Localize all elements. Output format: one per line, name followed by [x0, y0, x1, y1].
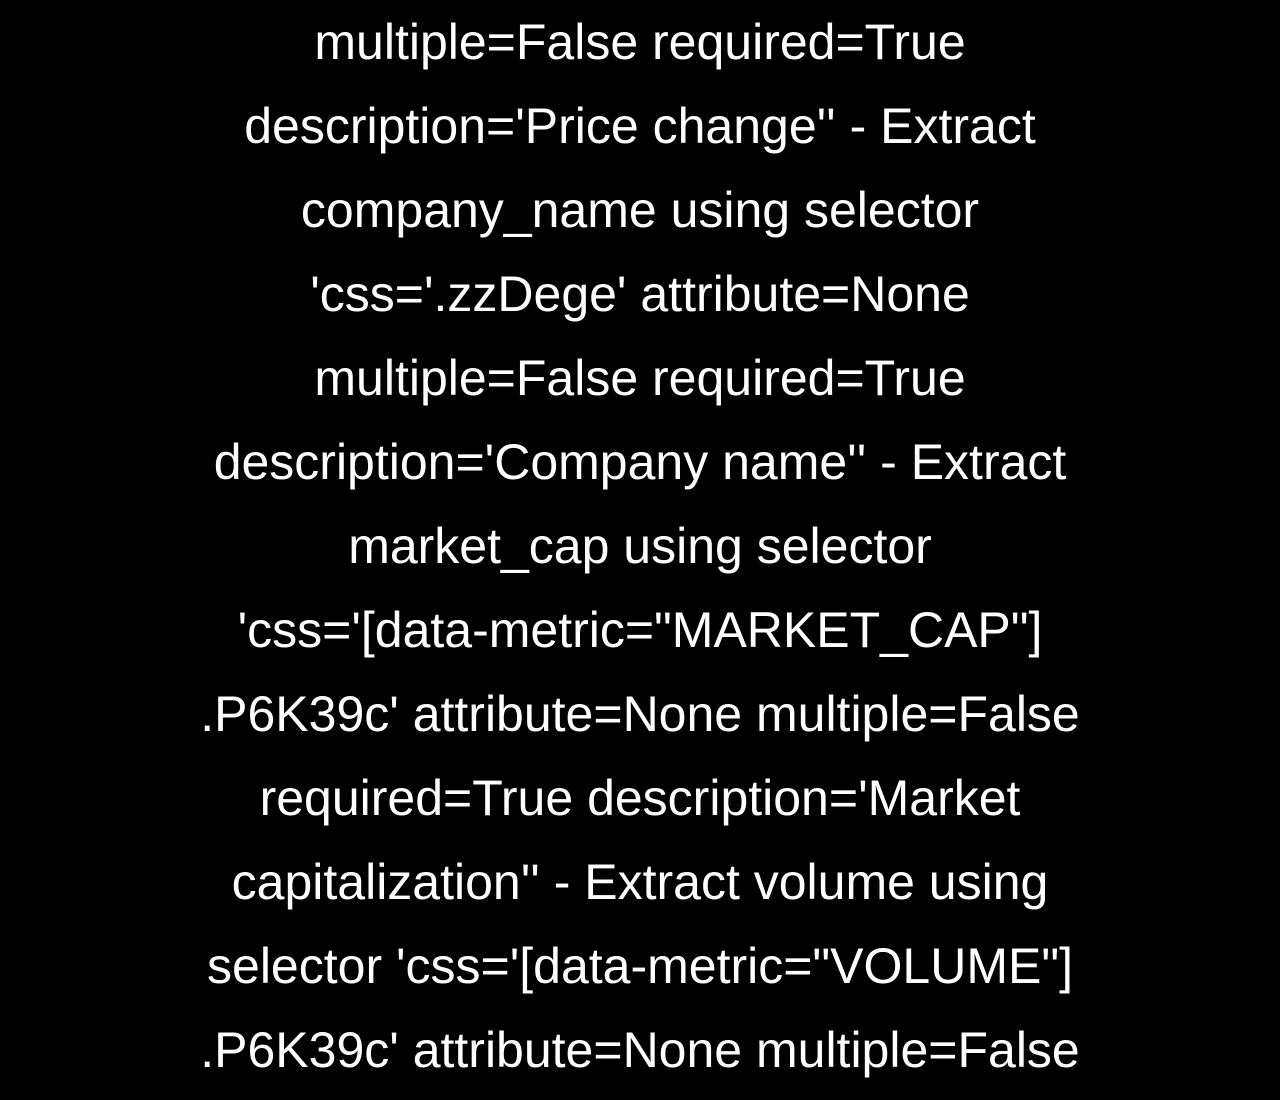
text-line: .P6K39c' attribute=None multiple=False [200, 1022, 1080, 1078]
text-line: required=True description='Market [259, 770, 1021, 826]
text-line: multiple=False required=True [314, 14, 966, 70]
text-line: 'css='.zzDege' attribute=None [310, 266, 970, 322]
text-line: description='Price change'' - Extract [244, 98, 1036, 154]
text-line: .P6K39c' attribute=None multiple=False [200, 686, 1080, 742]
text-line: 'css='[data-metric="MARKET_CAP"] [237, 602, 1043, 658]
text-line: selector 'css='[data-metric="VOLUME"] [207, 938, 1073, 994]
text-line: capitalization'' - Extract volume using [231, 854, 1049, 910]
text-line: market_cap using selector [348, 518, 932, 574]
text-line: company_name using selector [300, 182, 980, 238]
text-line: description='Company name'' - Extract [213, 434, 1067, 490]
text-line: multiple=False required=True [314, 350, 966, 406]
